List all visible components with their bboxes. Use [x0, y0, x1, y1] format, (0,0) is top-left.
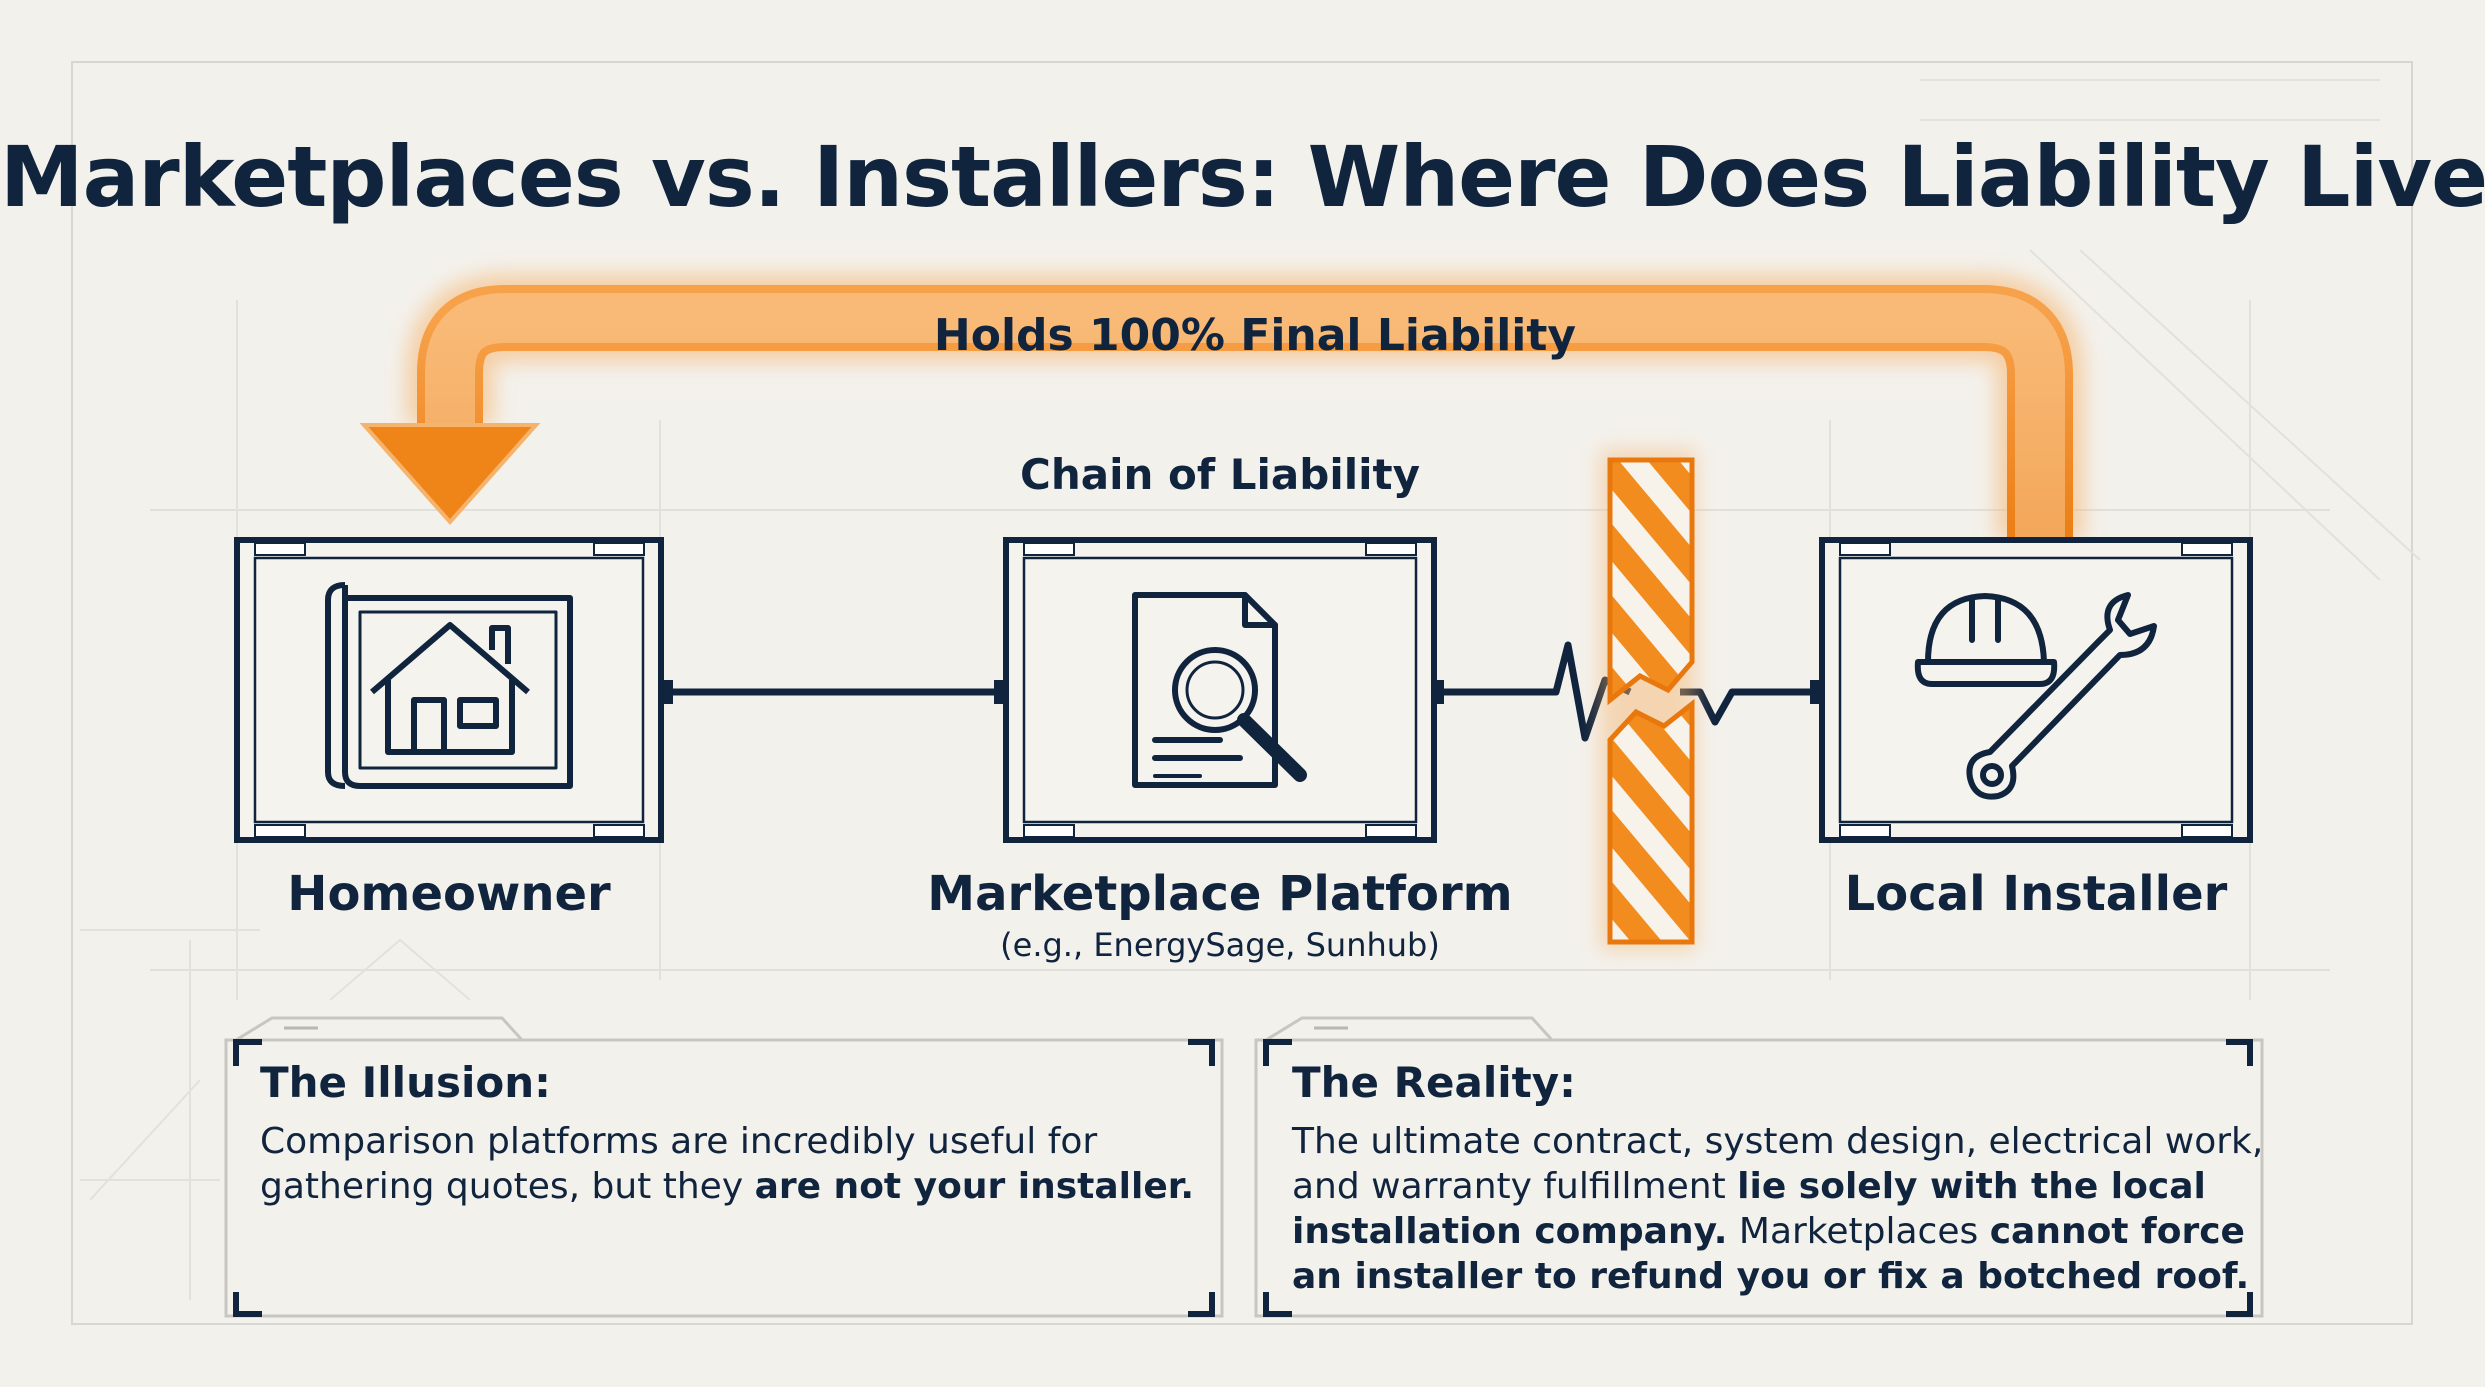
- illusion-text: Comparison platforms are incredibly usef…: [260, 1119, 1200, 1209]
- reality-bold-2: cannot force an installer to refund you …: [1292, 1211, 2250, 1297]
- homeowner-node: [234, 537, 664, 843]
- reality-bold-1: lie solely with the local installation c…: [1292, 1166, 2206, 1252]
- blueprint-background: [71, 61, 2421, 1325]
- page-title: Marketplaces vs. Installers: Where Does …: [0, 128, 2485, 226]
- installer-node: [1819, 537, 2253, 843]
- liability-arrow-label: Holds 100% Final Liability: [933, 310, 1577, 361]
- marketplace-node: [1003, 537, 1437, 843]
- broken-barrier: [1600, 450, 1696, 950]
- reality-card-frame: [1254, 1016, 2264, 1318]
- illusion-card: The Illusion: Comparison platforms are i…: [260, 1060, 1200, 1209]
- reality-card: The Reality: The ultimate contract, syst…: [1292, 1060, 2272, 1299]
- chain-label: Chain of Liability: [1020, 450, 1420, 499]
- house-blueprint-icon: [325, 582, 573, 789]
- installer-label: Local Installer: [1844, 866, 2228, 922]
- illusion-bold-1: are not your installer.: [754, 1166, 1195, 1207]
- hardhat-wrench-icon: [1914, 592, 2157, 800]
- reality-heading: The Reality:: [1292, 1058, 1576, 1107]
- illusion-text-1: Comparison platforms are incredibly usef…: [260, 1121, 1098, 1207]
- homeowner-label: Homeowner: [287, 866, 611, 922]
- illusion-card-frame: [224, 1016, 1224, 1318]
- document-magnifier-icon: [1132, 592, 1307, 788]
- marketplace-label: Marketplace Platform: [927, 866, 1513, 922]
- liability-arrow: [359, 274, 2084, 540]
- illusion-heading: The Illusion:: [260, 1058, 551, 1107]
- reality-text: The ultimate contract, system design, el…: [1292, 1119, 2272, 1299]
- reality-text-2: Marketplaces: [1727, 1211, 1990, 1252]
- reality-text-1: The ultimate contract, system design, el…: [1292, 1121, 2264, 1207]
- marketplace-sublabel: (e.g., EnergySage, Sunhub): [1000, 926, 1440, 964]
